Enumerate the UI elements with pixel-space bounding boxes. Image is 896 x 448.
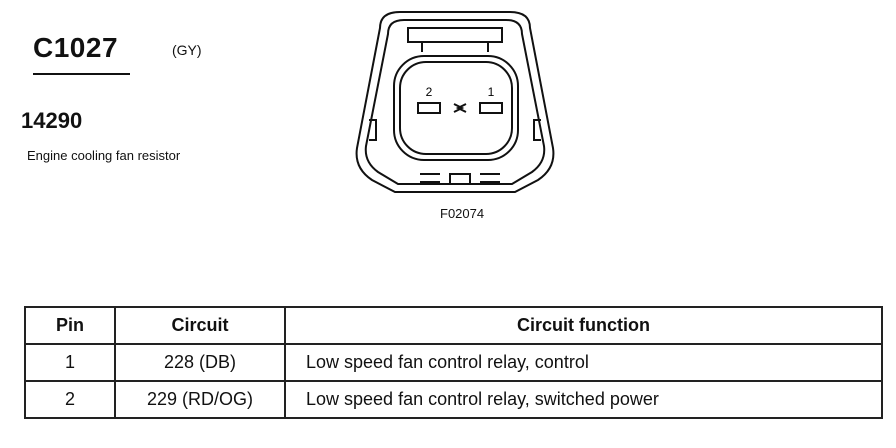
- cell-pin: 1: [24, 343, 116, 382]
- connector-id: C1027: [33, 32, 119, 63]
- table-header-row: Pin Circuit Circuit function: [24, 306, 883, 345]
- cell-function: Low speed fan control relay, switched po…: [284, 380, 883, 419]
- connector-id-underline: [33, 73, 130, 75]
- cell-function: Low speed fan control relay, control: [284, 343, 883, 382]
- header-pin: Pin: [24, 306, 116, 345]
- table-row: 1 228 (DB) Low speed fan control relay, …: [24, 343, 883, 382]
- table-row: 2 229 (RD/OG) Low speed fan control rela…: [24, 380, 883, 419]
- pin-label-1: 1: [488, 85, 495, 99]
- pin-label-2: 2: [426, 85, 433, 99]
- cell-circuit: 229 (RD/OG): [114, 380, 286, 419]
- cell-circuit: 228 (DB): [114, 343, 286, 382]
- figure-id: F02074: [440, 206, 485, 221]
- pinout-table: Pin Circuit Circuit function 1 228 (DB) …: [24, 306, 883, 419]
- cell-pin: 2: [24, 380, 116, 419]
- connector-housing: [355, 11, 555, 193]
- part-number: 14290: [21, 108, 83, 133]
- header-circuit-function: Circuit function: [284, 306, 883, 345]
- part-description: Engine cooling fan resistor: [27, 148, 181, 163]
- bottom-ribs: [420, 173, 500, 183]
- header-circuit: Circuit: [114, 306, 286, 345]
- connector-color-code: (GY): [172, 42, 202, 58]
- connector-face-drawing: 2 1: [355, 11, 555, 193]
